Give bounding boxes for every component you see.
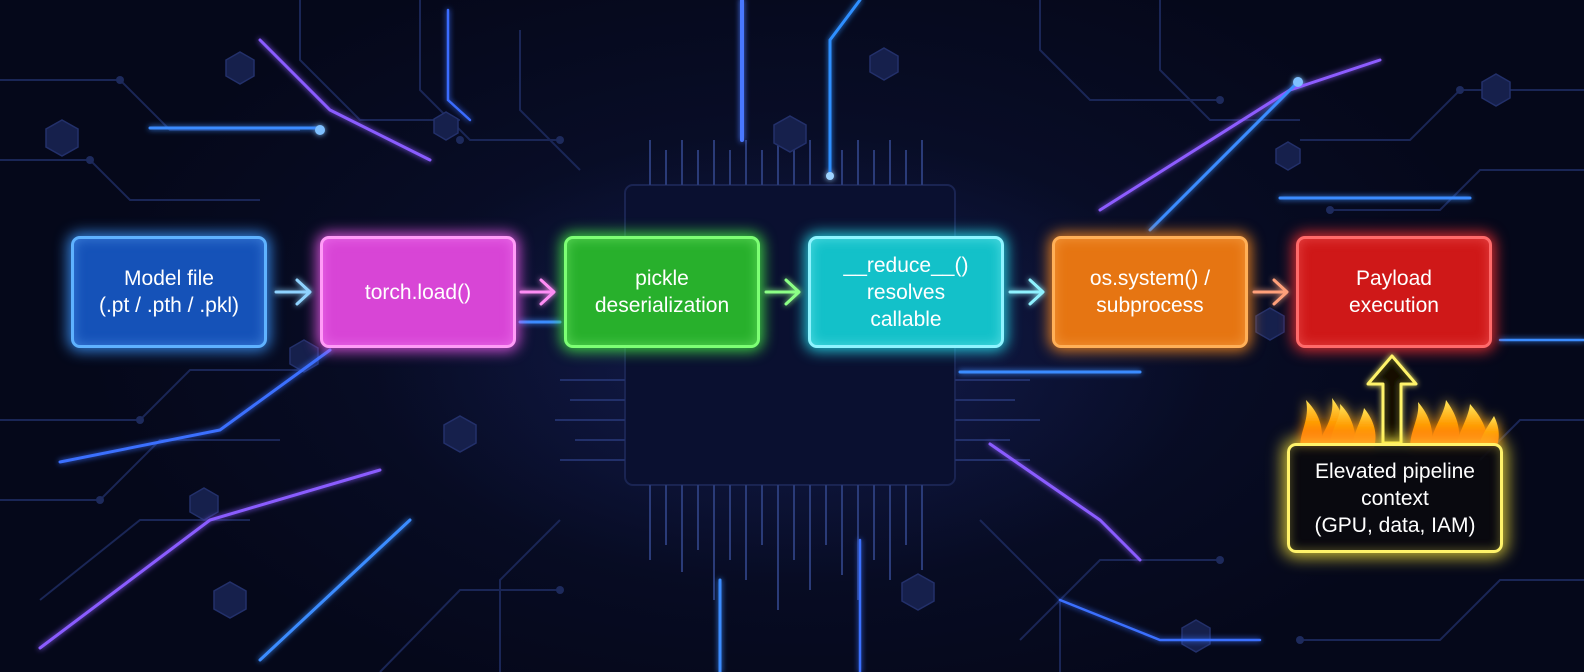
node-reduce: __reduce__() resolves callable (808, 236, 1004, 348)
node-os-system: os.system() / subprocess (1052, 236, 1248, 348)
node-model-file-label: Model file (.pt / .pth / .pkl) (98, 267, 240, 317)
glowing-traces (38, 0, 1584, 672)
node-torch-load-label: torch.load() (364, 280, 472, 304)
node-pickle-deserialization: pickle deserialization (564, 236, 760, 348)
via-dots (86, 76, 1464, 644)
chip-pins-bottom (649, 485, 923, 610)
node-payload-execution: Payload execution (1296, 236, 1492, 348)
hexagon-decor (45, 47, 1511, 653)
elevated-context-box: Elevated pipeline context (GPU, data, IA… (1287, 443, 1503, 553)
node-torch-load: torch.load() (320, 236, 516, 348)
node-model-file: Model file (.pt / .pth / .pkl) (71, 236, 267, 348)
node-os-system-label: os.system() / subprocess (1089, 267, 1211, 317)
chip-pins-top (649, 140, 923, 185)
node-reduce-label: __reduce__() resolves callable (843, 253, 969, 331)
elevated-context-label: Elevated pipeline context (GPU, data, IA… (1314, 459, 1476, 537)
node-payload-label: Payload execution (1349, 267, 1439, 317)
node-pickle-label: pickle deserialization (594, 267, 730, 317)
chip-pins-sides (555, 379, 1040, 461)
